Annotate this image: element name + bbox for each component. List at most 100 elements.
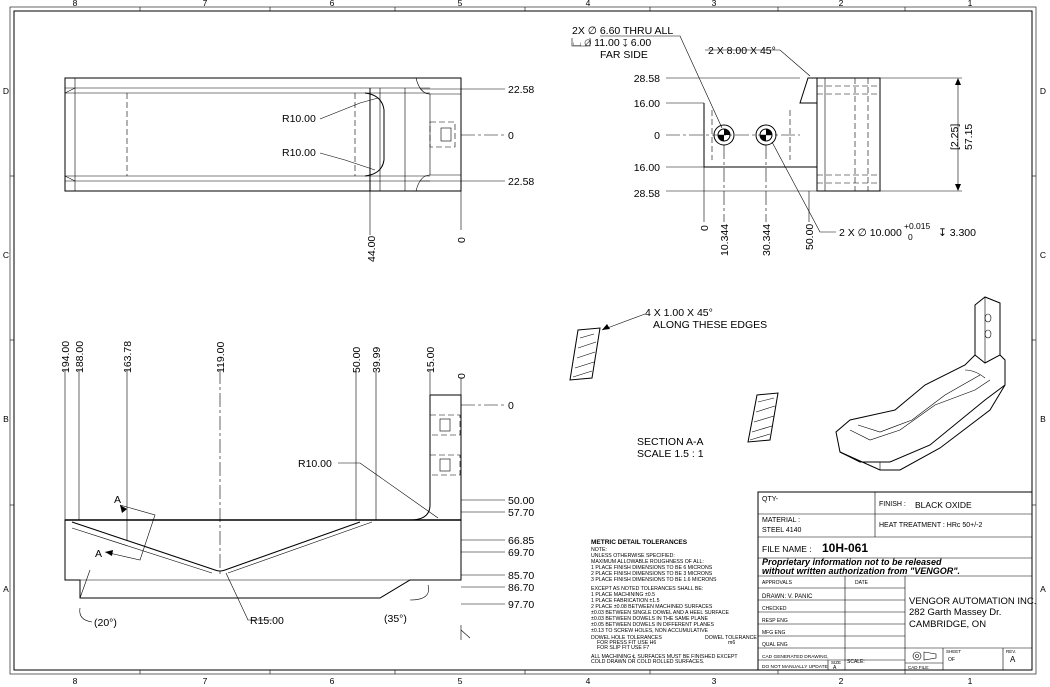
sec-x-188: 188.00 xyxy=(74,341,86,373)
dowel-tol-upper: +0.015 xyxy=(904,221,931,231)
drawn-by: DRAWN: V. PANIC xyxy=(762,594,813,600)
checked-label: CHECKED xyxy=(762,606,787,612)
zone-col-1: 1 xyxy=(968,0,973,8)
top-r-lower: R10.00 xyxy=(282,147,316,159)
sec-angle-20: (20°) xyxy=(94,617,117,629)
zone-row-c: C xyxy=(3,250,9,260)
proprietary-line-2: without written authorization from "VENG… xyxy=(762,566,960,576)
svg-text:1 PLACE FINISH DIMENSIONS TO B: 1 PLACE FINISH DIMENSIONS TO BE 6 MICRON… xyxy=(591,565,713,571)
rv-y-16-bottom: 16.00 xyxy=(634,162,660,174)
cad-generated-1: CAD GENERATED DRAWING, xyxy=(762,654,829,660)
qual-eng-label: QUAL ENG xyxy=(762,642,788,648)
dowel-tol-lower: 0 xyxy=(908,232,913,242)
sec-y-85: 85.70 xyxy=(508,570,534,582)
projection-symbol-icon xyxy=(912,651,922,661)
section-view: SECTION A-A SCALE 1.5 : 1 xyxy=(60,341,704,640)
tolerance-notes: METRIC DETAIL TOLERANCES NOTE: UNLESS OT… xyxy=(591,539,757,665)
svg-text:FOR SLIP FIT USE F7: FOR SLIP FIT USE F7 xyxy=(597,645,649,651)
zone-col-6-bottom: 6 xyxy=(330,676,335,686)
section-label-a-bottom: A xyxy=(95,548,102,560)
svg-text:m6: m6 xyxy=(728,640,735,646)
zone-col-3-bottom: 3 xyxy=(712,676,717,686)
zone-labels: 8 7 6 5 4 3 2 1 8 7 6 5 4 3 2 1 D C B A … xyxy=(3,0,1046,686)
rev-value: A xyxy=(1010,655,1016,664)
svg-text:±0.03 BETWEEN SINGLE DOWEL AND: ±0.03 BETWEEN SINGLE DOWEL AND A HEEL SU… xyxy=(591,610,729,616)
right-view: 2X ∅ 6.60 THRU ALL ⌴ ∅ 11.00 ↧ 6.00 FAR … xyxy=(572,25,976,256)
top-x-44: 44.00 xyxy=(366,236,378,262)
chamfer-note: 2 X 8.00 X 45° xyxy=(708,45,776,57)
sec-x-194: 194.00 xyxy=(60,341,72,373)
zone-col-2-bottom: 2 xyxy=(839,676,844,686)
heat-treatment: HEAT TREATMENT : HRc 50+/-2 xyxy=(879,522,983,529)
svg-text:3 PLACE FINISH DIMENSIONS TO B: 3 PLACE FINISH DIMENSIONS TO BE 1.6 MICR… xyxy=(591,577,717,583)
cad-generated-2: DO NOT MANUALLY UPDATE xyxy=(762,664,828,670)
material-label: MATERIAL : xyxy=(762,517,800,524)
sec-y-69: 69.70 xyxy=(508,547,534,559)
title-block: QTY- FINISH : BLACK OXIDE MATERIAL : STE… xyxy=(757,491,1036,671)
rv-x-10: 10.344 xyxy=(719,224,731,256)
sec-x-163: 163.78 xyxy=(122,341,134,373)
hole-note-1: 2X ∅ 6.60 THRU ALL xyxy=(572,25,673,37)
size-label: SIZE xyxy=(831,660,841,665)
zone-col-7: 7 xyxy=(203,0,208,8)
counterbore-icon xyxy=(571,38,591,47)
top-x-0: 0 xyxy=(456,237,468,243)
dowel-depth: ↧ 3.300 xyxy=(938,227,976,239)
rv-x-50: 50.00 xyxy=(804,224,816,250)
svg-text:FOR PRESS FIT USE H6: FOR PRESS FIT USE H6 xyxy=(597,640,656,646)
proprietary-line-1: Proprietary information not to be releas… xyxy=(762,557,942,567)
svg-text:NOTE:: NOTE: xyxy=(591,547,607,553)
sec-angle-35: (35°) xyxy=(384,613,407,625)
file-name-label: FILE NAME : xyxy=(762,544,812,554)
outer-border xyxy=(9,6,1037,675)
rv-y-16-top: 16.00 xyxy=(634,98,660,110)
sec-y-57: 57.70 xyxy=(508,507,534,519)
finish-label: FINISH : xyxy=(879,501,906,508)
top-r-upper: R10.00 xyxy=(282,113,316,125)
rv-y-28-bottom: 28.58 xyxy=(634,188,660,200)
zone-row-b-right: B xyxy=(1040,414,1046,424)
company-name: VENGOR AUTOMATION INC. xyxy=(909,596,1036,607)
svg-text:±0.13 TO SCREW HOLES, NON ACCU: ±0.13 TO SCREW HOLES, NON ACCUMULATIVE xyxy=(591,628,709,634)
zone-row-b: B xyxy=(3,414,9,424)
top-y-top: 22.58 xyxy=(508,84,534,96)
sec-x-39: 39.99 xyxy=(371,347,383,373)
company-address: 282 Garth Massey Dr. xyxy=(909,607,1001,618)
date-label: DATE xyxy=(855,580,869,586)
sec-x-119: 119.00 xyxy=(215,342,227,373)
svg-text:DOWEL TOLERANCE: DOWEL TOLERANCE xyxy=(705,635,757,641)
tol-title: METRIC DETAIL TOLERANCES xyxy=(591,539,688,546)
zone-col-7-bottom: 7 xyxy=(203,676,208,686)
zone-col-6: 6 xyxy=(330,0,335,8)
size-value: A xyxy=(833,665,837,671)
zone-ticks xyxy=(10,7,1036,674)
zone-col-3: 3 xyxy=(712,0,717,8)
svg-text:COLD DRAWN OR COLD ROLLED SURF: COLD DRAWN OR COLD ROLLED SURFACES. xyxy=(591,659,704,665)
sec-x-0: 0 xyxy=(456,373,468,379)
dowel-note-main: 2 X ∅ 10.000 xyxy=(839,227,902,239)
rv-y-28-top: 28.58 xyxy=(634,73,660,85)
svg-text:±0.05 BETWEEN DOWELS IN DIFFER: ±0.05 BETWEEN DOWELS IN DIFFERENT PLANES xyxy=(591,622,714,628)
rv-height-ref: [2.25] xyxy=(949,124,961,150)
zone-col-5-bottom: 5 xyxy=(458,676,463,686)
svg-text:EXCEPT AS NOTED TOLERANCES SHA: EXCEPT AS NOTED TOLERANCES SHALL BE: xyxy=(591,586,703,592)
inner-border xyxy=(13,10,1033,671)
rev-label: REV. xyxy=(1006,649,1016,654)
section-title: SECTION A-A xyxy=(637,436,704,448)
edge-note-1: 4 X 1.00 X 45° xyxy=(645,307,713,319)
zone-row-c-right: C xyxy=(1040,250,1046,260)
svg-text:1 PLACE MACHINING ±0.5: 1 PLACE MACHINING ±0.5 xyxy=(591,592,655,598)
svg-text:UNLESS OTHERWISE SPECIFIED:: UNLESS OTHERWISE SPECIFIED: xyxy=(591,553,675,559)
rv-x-0: 0 xyxy=(699,225,711,231)
zone-row-d-right: D xyxy=(1040,86,1046,96)
finish-value: BLACK OXIDE xyxy=(915,500,972,510)
top-y-bottom: 22.58 xyxy=(508,176,534,188)
approvals-label: APPROVALS xyxy=(762,580,793,586)
company-city: CAMBRIDGE, ON xyxy=(909,619,986,630)
sec-x-50: 50.00 xyxy=(351,347,363,373)
zone-row-d: D xyxy=(3,86,9,96)
rv-y-0: 0 xyxy=(654,130,660,142)
isometric-view xyxy=(835,296,1006,471)
sheet-label: SHEET xyxy=(946,649,961,654)
sec-r10: R10.00 xyxy=(298,458,332,470)
